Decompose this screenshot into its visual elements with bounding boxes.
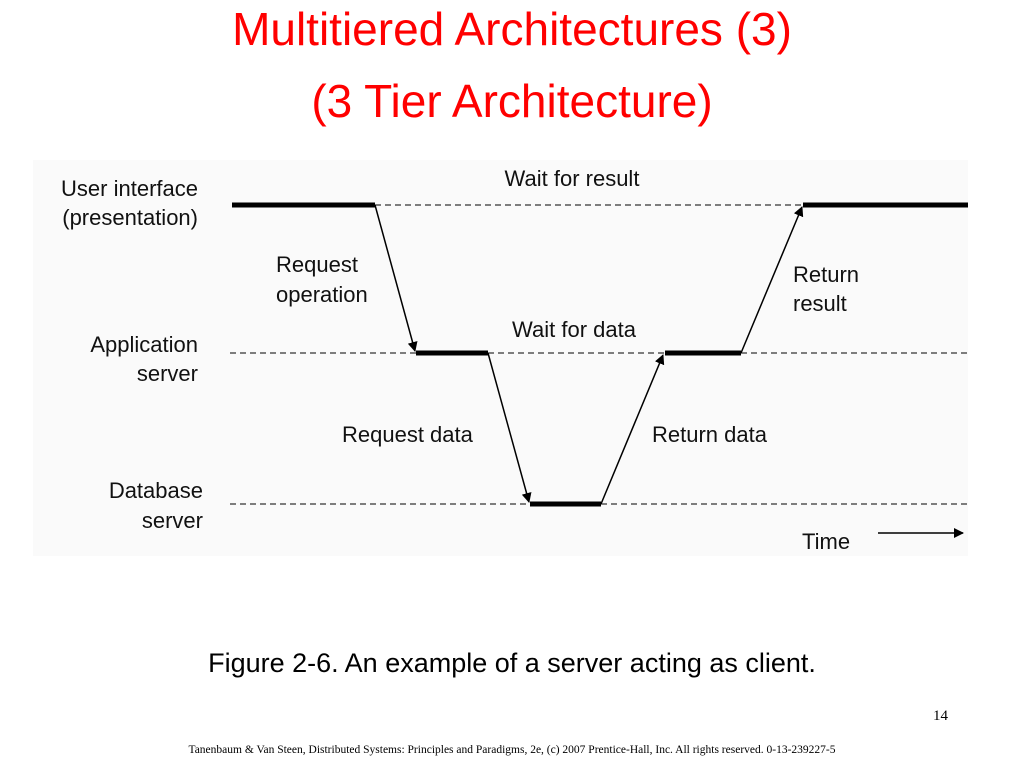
diagram-canvas: User interface (presentation) Applicatio… <box>61 166 968 554</box>
return-data-label: Return data <box>652 422 768 447</box>
request-data-arrow <box>487 352 532 503</box>
return-data-arrow <box>600 354 665 505</box>
wait-for-result-label: Wait for result <box>505 166 640 191</box>
figure-caption: Figure 2-6. An example of a server actin… <box>208 648 816 678</box>
slide-title-line-1: Multitiered Architectures (3) <box>232 3 792 55</box>
tier-label-ui-line-1: User interface <box>61 176 198 201</box>
slide-title-line-2: (3 Tier Architecture) <box>311 75 713 127</box>
tier-label-ui-line-2: (presentation) <box>62 205 198 230</box>
return-result-label-line-1: Return <box>793 262 859 287</box>
return-result-arrow <box>740 206 804 354</box>
request-operation-label-line-2: operation <box>276 282 368 307</box>
return-result-label-line-2: result <box>793 291 847 316</box>
tier-label-db-line-1: Database <box>109 478 203 503</box>
tier-label-app-line-2: server <box>137 361 198 386</box>
three-tier-timing-diagram: User interface (presentation) Applicatio… <box>33 160 968 556</box>
tier-label-db-line-2: server <box>142 508 203 533</box>
wait-for-data-label: Wait for data <box>512 317 637 342</box>
request-operation-arrow <box>374 204 418 352</box>
request-data-label: Request data <box>342 422 474 447</box>
page-number: 14 <box>933 708 948 724</box>
request-operation-label-line-1: Request <box>276 252 358 277</box>
tier-label-app-line-1: Application <box>90 332 198 357</box>
copyright-credit: Tanenbaum & Van Steen, Distributed Syste… <box>188 744 836 756</box>
time-label: Time <box>802 529 850 554</box>
